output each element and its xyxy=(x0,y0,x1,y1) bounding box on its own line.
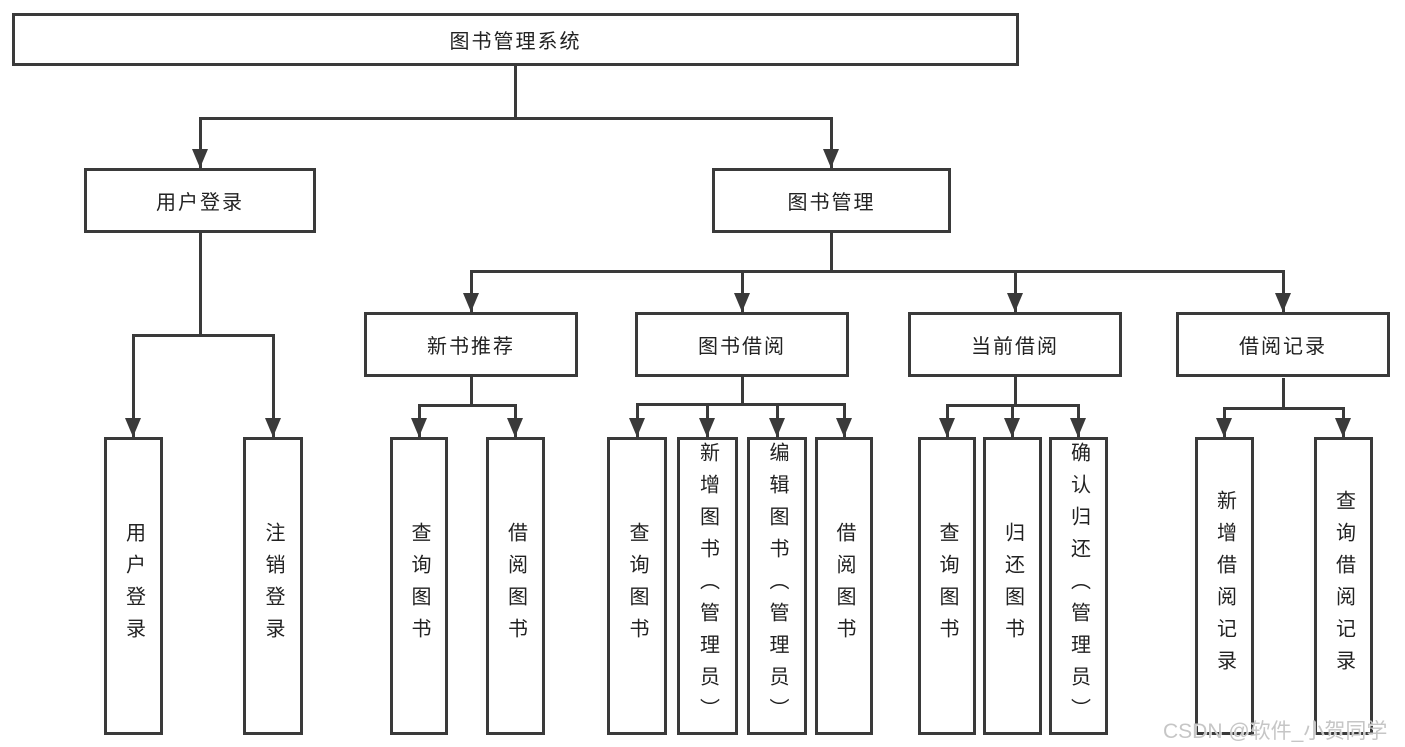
node-label: 查询借阅记录 xyxy=(1332,490,1355,682)
node-label: 图书管理 xyxy=(787,192,876,214)
connector-hline xyxy=(470,270,1284,273)
arrow-down-icon xyxy=(125,418,141,437)
node-book-management: 图书管理 xyxy=(712,168,951,233)
leaf-edit-book-admin: 编辑图书（管理员） xyxy=(747,437,807,735)
node-current-borrowing: 当前借阅 xyxy=(908,312,1122,377)
node-label: 注销登录 xyxy=(262,522,284,650)
node-label: 新书推荐 xyxy=(427,336,515,358)
node-label: 新增图书（管理员） xyxy=(696,442,719,730)
node-label: 查询图书 xyxy=(408,522,430,650)
arrow-down-icon xyxy=(1070,418,1086,437)
connector-vline xyxy=(470,270,473,312)
node-label: 当前借阅 xyxy=(971,336,1059,358)
connector-vline xyxy=(1282,378,1285,409)
arrow-down-icon xyxy=(939,418,955,437)
node-user-login: 用户登录 xyxy=(84,168,316,233)
node-label: 新增借阅记录 xyxy=(1213,490,1236,682)
leaf-return-books: 归还图书 xyxy=(983,437,1042,735)
leaf-logout-login: 注销登录 xyxy=(243,437,303,735)
connector-vline xyxy=(272,334,275,437)
arrow-down-icon xyxy=(411,418,427,437)
node-label: 借阅记录 xyxy=(1239,336,1327,358)
arrow-down-icon xyxy=(192,149,208,168)
connector-vline xyxy=(199,233,202,336)
leaf-user-login: 用户登录 xyxy=(104,437,163,735)
connector-vline xyxy=(741,270,744,312)
node-label: 编辑图书（管理员） xyxy=(766,442,788,730)
node-label: 借阅图书 xyxy=(833,522,855,650)
connector-hline xyxy=(132,334,274,337)
connector-vline xyxy=(741,377,744,405)
arrow-down-icon xyxy=(734,293,750,312)
leaf-confirm-return-admin: 确认归还（管理员） xyxy=(1049,437,1108,735)
arrow-down-icon xyxy=(1335,418,1351,437)
arrow-down-icon xyxy=(836,418,852,437)
connector-hline xyxy=(636,403,845,406)
node-label: 图书借阅 xyxy=(698,336,786,358)
leaf-query-borrowing-record: 查询借阅记录 xyxy=(1314,437,1373,735)
leaf-borrow-books-1: 借阅图书 xyxy=(486,437,545,735)
node-label: 用户登录 xyxy=(156,192,244,214)
node-label: 借阅图书 xyxy=(504,522,527,650)
leaf-query-books-2: 查询图书 xyxy=(607,437,667,735)
node-library-management-system: 图书管理系统 xyxy=(12,13,1019,66)
connector-hline xyxy=(199,117,832,120)
node-label: 查询图书 xyxy=(626,522,648,650)
arrow-down-icon xyxy=(265,418,281,437)
connector-hline xyxy=(1223,407,1344,410)
connector-vline xyxy=(1282,270,1285,312)
arrow-down-icon xyxy=(629,418,645,437)
arrow-down-icon xyxy=(1004,418,1020,437)
node-new-book-recommendation: 新书推荐 xyxy=(364,312,578,377)
leaf-borrow-books-2: 借阅图书 xyxy=(815,437,873,735)
arrow-down-icon xyxy=(463,293,479,312)
node-label: 图书管理系统 xyxy=(449,31,582,53)
leaf-query-books-1: 查询图书 xyxy=(390,437,448,735)
connector-vline xyxy=(1014,377,1017,406)
connector-vline xyxy=(470,377,473,406)
arrow-down-icon xyxy=(1275,293,1291,312)
connector-hline xyxy=(418,404,516,407)
arrow-down-icon xyxy=(1216,418,1232,437)
connector-vline xyxy=(199,117,202,168)
arrow-down-icon xyxy=(699,418,715,437)
connector-hline xyxy=(946,404,1079,407)
arrow-down-icon xyxy=(769,418,785,437)
watermark: CSDN @软件_小贺同学 xyxy=(1163,720,1388,743)
arrow-down-icon xyxy=(823,149,839,168)
node-label: 查询图书 xyxy=(936,522,958,650)
connector-vline xyxy=(830,117,833,168)
arrow-down-icon xyxy=(507,418,523,437)
connector-vline xyxy=(514,66,517,119)
node-book-borrowing: 图书借阅 xyxy=(635,312,849,377)
node-label: 归还图书 xyxy=(1001,522,1024,650)
connector-vline xyxy=(830,233,833,272)
node-label: 确认归还（管理员） xyxy=(1067,442,1090,730)
leaf-add-book-admin: 新增图书（管理员） xyxy=(677,437,738,735)
leaf-add-borrowing-record: 新增借阅记录 xyxy=(1195,437,1254,735)
node-label: 用户登录 xyxy=(122,522,145,650)
connector-vline xyxy=(1014,270,1017,312)
arrow-down-icon xyxy=(1007,293,1023,312)
connector-vline xyxy=(132,334,135,437)
node-borrowing-records: 借阅记录 xyxy=(1176,312,1390,377)
leaf-query-books-3: 查询图书 xyxy=(918,437,976,735)
